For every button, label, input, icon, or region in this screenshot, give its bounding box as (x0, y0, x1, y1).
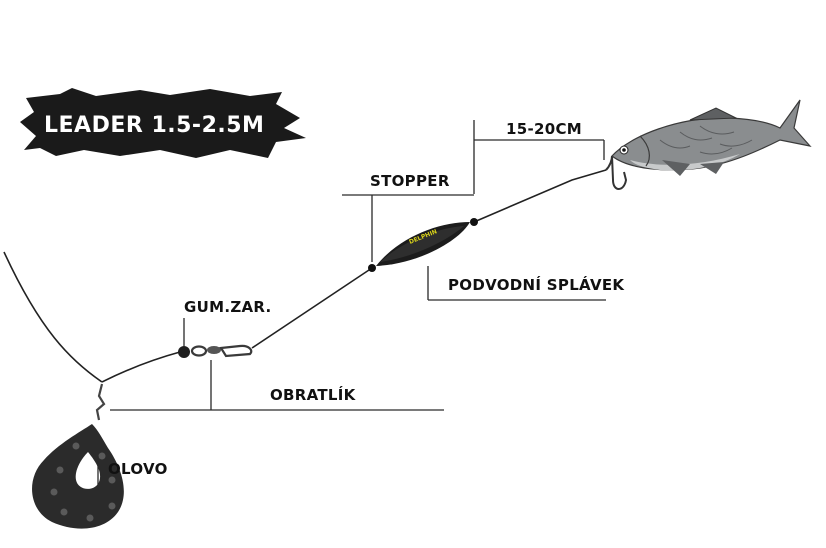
fish-dorsal-fin (689, 107, 738, 121)
fish-gill (639, 135, 650, 167)
main-line (3, 251, 103, 383)
swivel-callout: OBRATLÍK (110, 360, 444, 411)
label-stopper: STOPPER (370, 172, 450, 190)
leader-line-lower (251, 267, 373, 349)
underwater-float: DELPHIN (368, 218, 478, 272)
float-body-shade (380, 226, 464, 262)
fish-anal-fin (700, 162, 724, 174)
hook (605, 155, 628, 190)
fish-belly (630, 154, 740, 171)
fish-scales (659, 125, 753, 155)
leader-badge: LEADER 1.5-2.5M (20, 88, 306, 158)
label-float: PODVODNÍ SPLÁVEK (448, 275, 625, 294)
bead-and-swivel (178, 344, 253, 358)
leader-line-upper (473, 169, 607, 223)
float-callout: PODVODNÍ SPLÁVEK (427, 266, 625, 301)
swivel-snap (219, 344, 253, 358)
weight-callout: OLOVO (97, 456, 168, 490)
bead-callout: GUM.ZAR. (183, 298, 272, 346)
label-swivel: OBRATLÍK (270, 385, 357, 404)
dimension-15-20cm: 15-20CM (473, 120, 605, 194)
swivel-barrel (207, 346, 221, 354)
fish-pectoral-fin (662, 160, 690, 176)
weight-snap (95, 383, 106, 421)
leader-badge-text: LEADER 1.5-2.5M (44, 113, 264, 138)
rubber-bead (178, 346, 190, 358)
label-bead: GUM.ZAR. (184, 298, 272, 316)
label-distance: 15-20CM (506, 120, 582, 138)
hook-and-fish (605, 99, 812, 190)
label-weight: OLOVO (108, 460, 168, 478)
swivel-ring-1 (190, 345, 208, 357)
weight (32, 383, 124, 529)
leader-badge-shape (20, 88, 306, 158)
stopper-lower (368, 264, 376, 272)
weight-hole (75, 452, 101, 489)
stopper-upper (470, 218, 478, 226)
stopper-callout: STOPPER (342, 172, 474, 262)
line-swivel-to-bead (101, 351, 181, 383)
